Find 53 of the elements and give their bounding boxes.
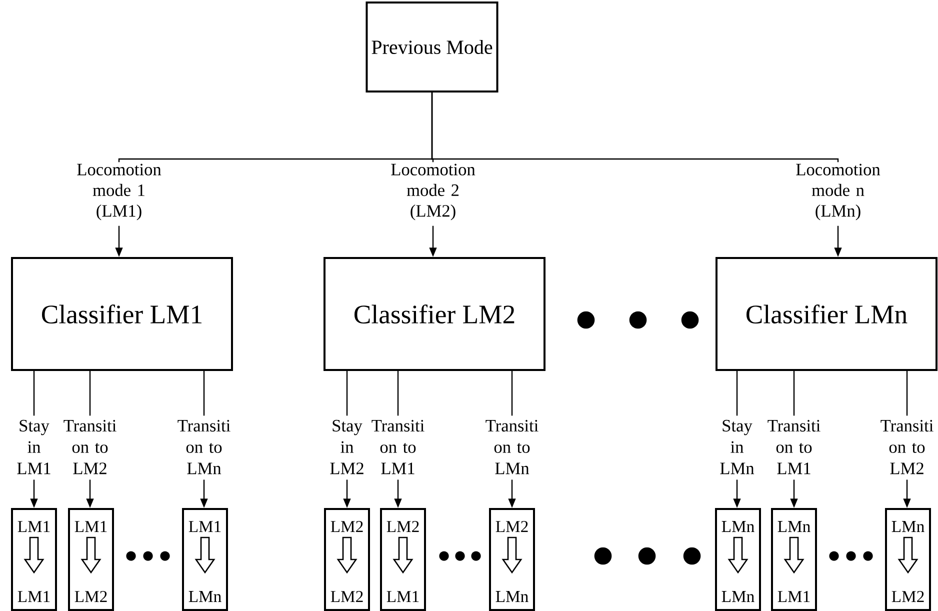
node-label: LM2: [74, 590, 107, 602]
state-box: LM2 LMn: [489, 508, 535, 611]
state-box: LMn LM1: [771, 508, 817, 611]
branch-label: Transiti on to LM1: [372, 420, 424, 474]
node-label: LM2: [330, 520, 363, 532]
state-box: LM2 LM2: [324, 508, 370, 611]
node-label: LM1: [778, 591, 810, 602]
connector: [431, 92, 839, 162]
classifier-box: Classifier LM1: [11, 257, 233, 371]
connector: [203, 371, 205, 416]
node-label: LM2: [330, 590, 363, 602]
node-label: LM1: [18, 591, 50, 602]
node-label: LM1: [74, 521, 107, 532]
branch-label: Stay in LM2: [330, 420, 364, 474]
node-label: LM2: [496, 520, 528, 532]
node-label: LM1: [188, 521, 221, 532]
branch-label: Transiti on to LM1: [768, 420, 820, 474]
connector: [89, 371, 91, 416]
connector: [397, 371, 399, 416]
classifier-box: Classifier LM2: [324, 257, 546, 371]
branch-label: Locomotion mode 1 (LM1): [77, 164, 162, 220]
node-label: LM1: [386, 591, 419, 602]
branch-label: Stay in LMn: [720, 420, 754, 474]
node-label: LMn: [778, 521, 810, 532]
node-label: LM2: [892, 590, 924, 602]
node-label: LM1: [18, 521, 50, 532]
connector: [736, 371, 738, 416]
branch-label: Transiti on to LM2: [64, 420, 116, 474]
state-box: LM1 LM1: [11, 508, 57, 611]
connector: [33, 371, 35, 416]
connector: [346, 371, 348, 416]
state-box: LMn LMn: [715, 508, 761, 611]
connector: [906, 371, 908, 416]
state-box: LM2 LM1: [380, 508, 426, 611]
node-label: LMn: [722, 521, 754, 532]
branch-label: Transiti on to LM2: [880, 420, 934, 474]
branch-label: Transiti on to LMn: [486, 420, 538, 474]
classifier-box: Classifier LMn: [716, 257, 938, 371]
node-label: LMn: [892, 521, 924, 532]
node-label: LMn: [722, 591, 754, 602]
connector: [793, 371, 795, 416]
node-label: LMn: [496, 591, 528, 602]
state-box: LM1 LM2: [68, 508, 114, 611]
node-label: LMn: [188, 591, 222, 602]
connector: [511, 371, 513, 416]
branch-label: Transiti on to LMn: [178, 420, 230, 474]
branch-label: Locomotion mode n (LMn): [796, 164, 880, 220]
state-box: LM1 LMn: [182, 508, 228, 611]
branch-label: Locomotion mode 2 (LM2): [391, 164, 476, 220]
branch-label: Stay in LM1: [17, 420, 50, 474]
mode-box: Previous Mode: [366, 2, 498, 92]
state-box: LMn LM2: [885, 508, 931, 611]
node-label: LM2: [386, 520, 419, 532]
